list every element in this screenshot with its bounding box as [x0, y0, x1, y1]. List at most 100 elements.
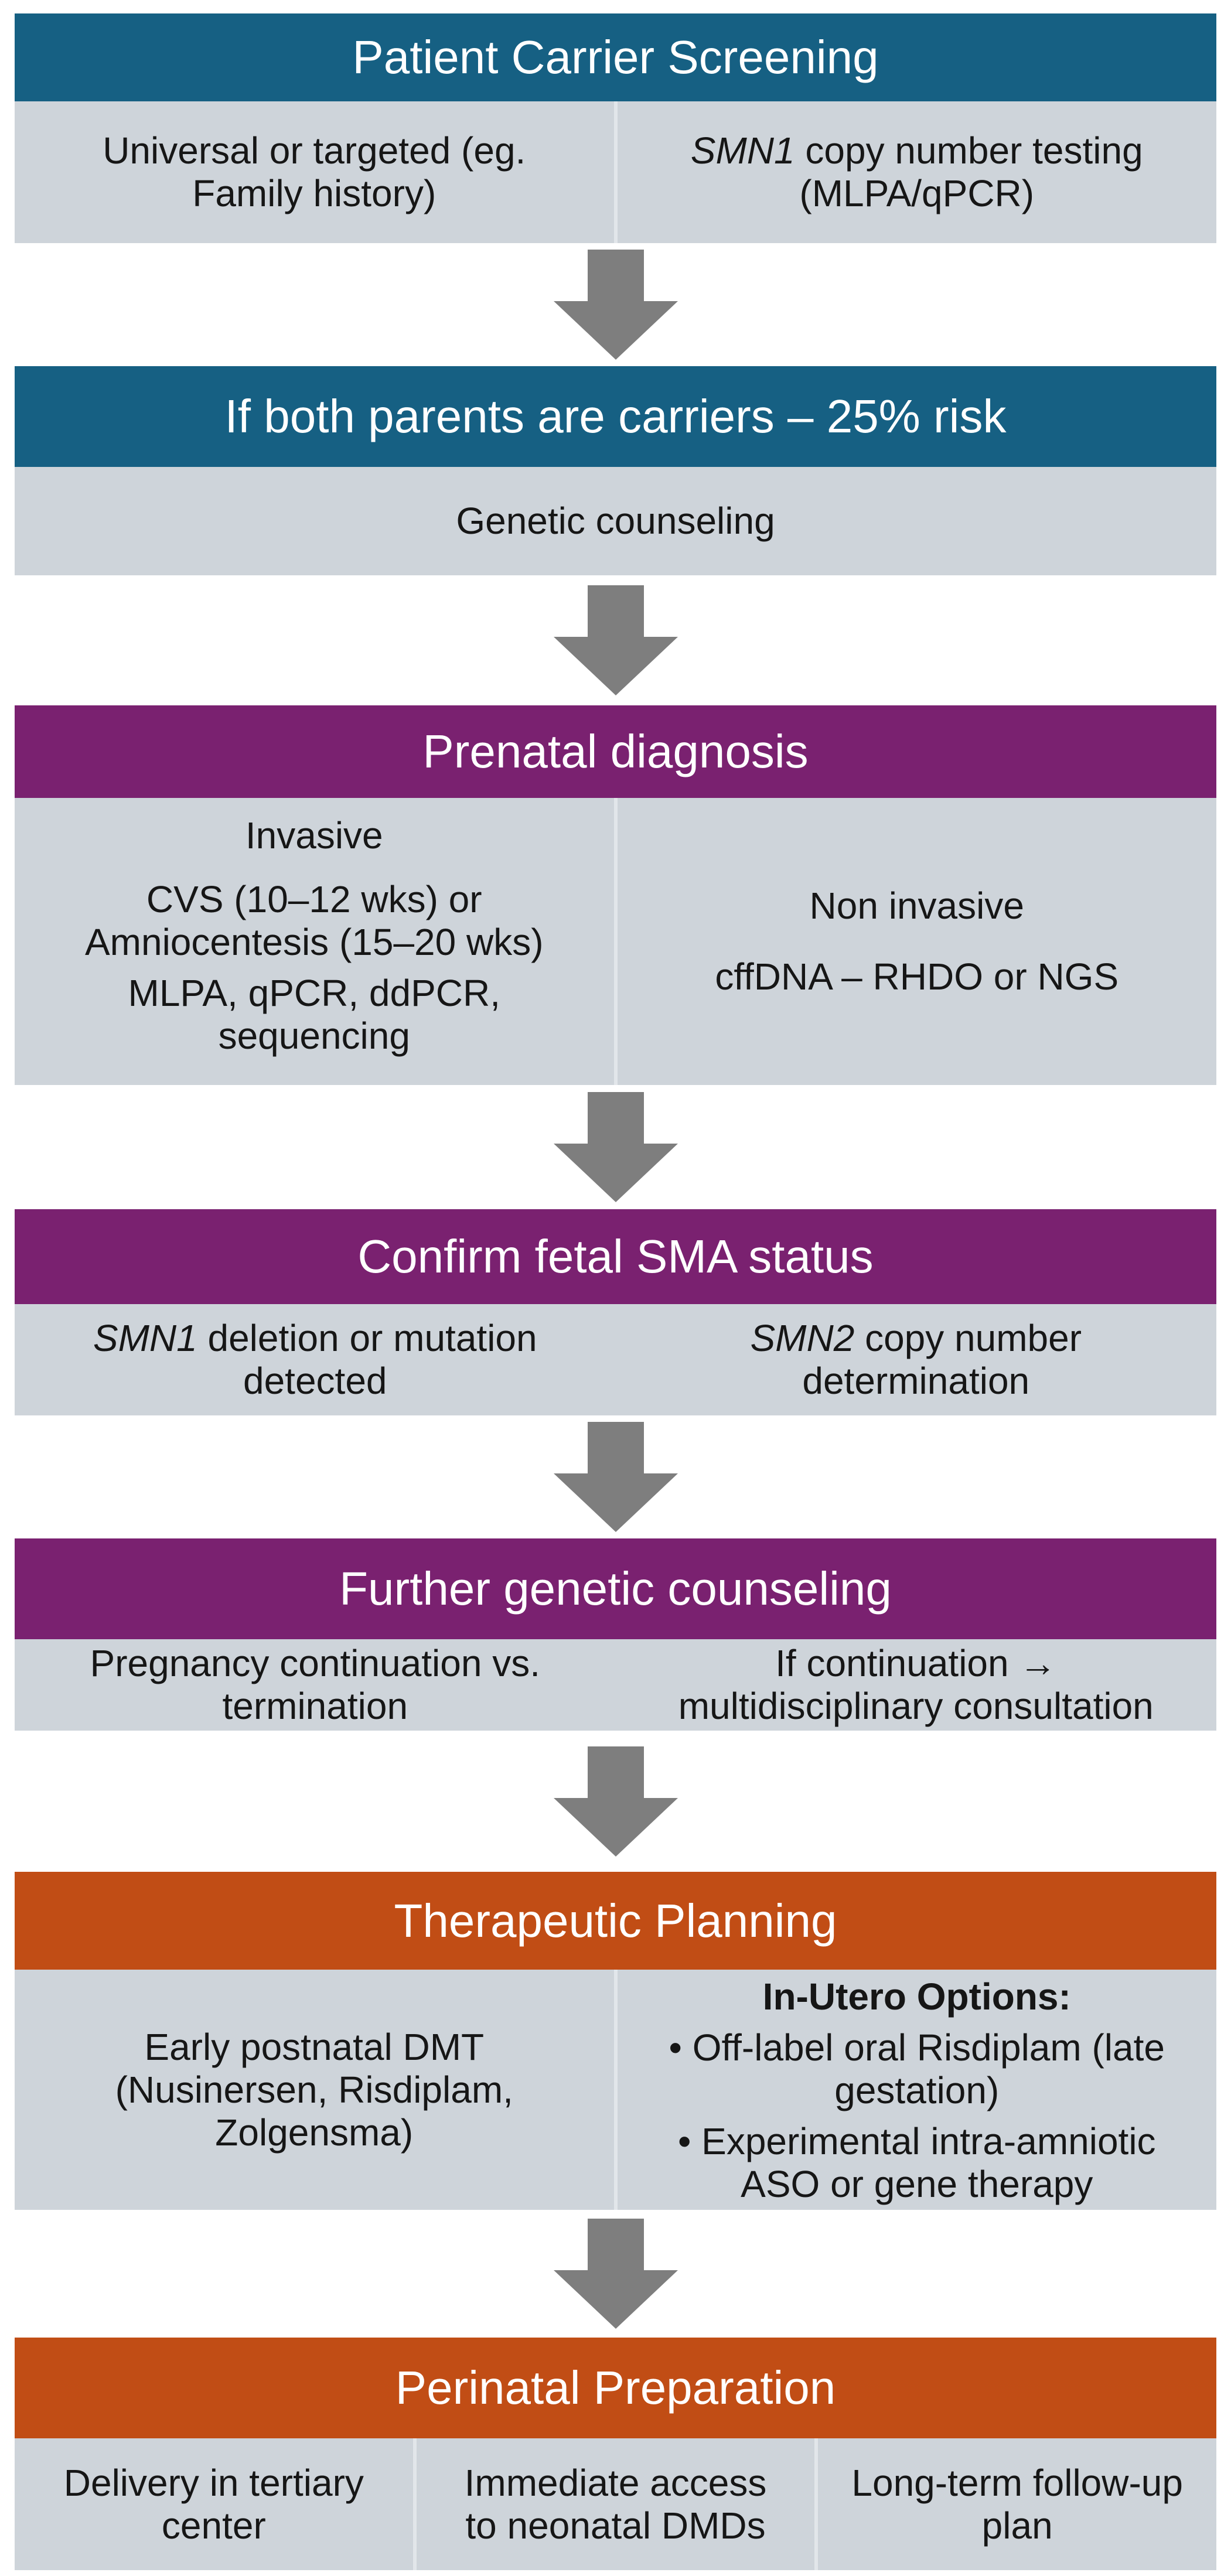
text-line: gestation) — [834, 2069, 1000, 2111]
stage-title: If both parents are carriers – 25% risk — [224, 390, 1007, 442]
down-arrow-icon — [0, 1415, 1231, 1538]
text-line: Invasive — [245, 814, 383, 857]
stage-title: Further genetic counseling — [339, 1562, 892, 1615]
stage-patient-carrier-screening: Patient Carrier Screening Universal or t… — [15, 13, 1216, 243]
stage-prenatal-diagnosis: Prenatal diagnosis Invasive CVS (10–12 w… — [15, 705, 1216, 1085]
text-line: ASO or gene therapy — [741, 2163, 1093, 2205]
stage-header: Patient Carrier Screening — [15, 13, 1216, 101]
text-line: Pregnancy continuation vs. — [90, 1642, 540, 1684]
text-line: determination — [802, 1360, 1030, 1402]
text-line: Long-term follow-up — [851, 2461, 1183, 2504]
text-line: to neonatal DMDs — [465, 2504, 766, 2547]
text-line: SMN1 copy number testing — [690, 129, 1143, 172]
stage-perinatal-preparation: Perinatal Preparation Delivery in tertia… — [15, 2338, 1216, 2570]
arrow-stem — [587, 1092, 644, 1144]
stage-body-column-1: Delivery in tertiary center — [15, 2438, 413, 2570]
stage-carrier-risk: If both parents are carriers – 25% risk … — [15, 366, 1216, 575]
text-line: sequencing — [218, 1015, 410, 1057]
stage-body-column-2: Immediate access to neonatal DMDs — [417, 2438, 815, 2570]
text-line: Family history) — [192, 172, 437, 214]
column-divider — [613, 798, 618, 1085]
stage-title: Prenatal diagnosis — [422, 725, 809, 777]
text-line: Immediate access — [464, 2461, 767, 2504]
arrow-stem — [587, 1746, 644, 1798]
text-line: Universal or targeted (eg. — [103, 129, 526, 172]
down-arrow-icon — [0, 243, 1231, 366]
text-line: Zolgensma) — [215, 2111, 414, 2154]
text-line: SMN2 copy number — [750, 1317, 1082, 1359]
column-divider — [613, 1970, 618, 2210]
stage-header: If both parents are carriers – 25% risk — [15, 366, 1216, 467]
arrow-stem — [587, 585, 644, 637]
stage-title: Patient Carrier Screening — [352, 31, 879, 83]
text-line: Delivery in tertiary — [63, 2461, 364, 2504]
text-line: • Off-label oral Risdiplam (late — [669, 2026, 1165, 2069]
bullet-item: • Experimental intra-amniotic ASO or gen… — [678, 2120, 1156, 2206]
stage-body: Early postnatal DMT (Nusinersen, Risdipl… — [15, 1970, 1216, 2210]
stage-body: SMN1 deletion or mutation detected SMN2 … — [15, 1304, 1216, 1415]
stage-body-right-column: In-Utero Options: • Off-label oral Risdi… — [618, 1970, 1217, 2210]
stage-header: Further genetic counseling — [15, 1538, 1216, 1639]
stage-body: Delivery in tertiary center Immediate ac… — [15, 2438, 1216, 2570]
stage-body-column-3: Long-term follow-up plan — [818, 2438, 1216, 2570]
stage-body-right-column: Non invasive cffDNA – RHDO or NGS — [618, 798, 1217, 1085]
stage-header: Prenatal diagnosis — [15, 705, 1216, 798]
arrow-head — [553, 2270, 678, 2329]
column-divider — [814, 2438, 819, 2570]
text-line: center — [161, 2504, 266, 2547]
stage-further-genetic-counseling: Further genetic counseling Pregnancy con… — [15, 1538, 1216, 1731]
gene-name: SMN2 — [750, 1317, 855, 1359]
stage-body-left-column: Pregnancy continuation vs. termination — [15, 1639, 616, 1731]
text-line: (MLPA/qPCR) — [799, 172, 1035, 214]
down-arrow-icon — [0, 2210, 1231, 2338]
stage-body: Universal or targeted (eg. Family histor… — [15, 101, 1216, 243]
arrow-stem — [587, 2219, 644, 2270]
arrow-head — [553, 1144, 678, 1202]
arrow-head — [553, 637, 678, 695]
stage-body-single-column: Genetic counseling — [15, 467, 1216, 575]
stage-body: Genetic counseling — [15, 467, 1216, 575]
bullet-item: • Off-label oral Risdiplam (late gestati… — [669, 2026, 1165, 2112]
stage-title: Therapeutic Planning — [394, 1894, 837, 1947]
stage-header: Confirm fetal SMA status — [15, 1209, 1216, 1304]
stage-body: Invasive CVS (10–12 wks) or Amniocentesi… — [15, 798, 1216, 1085]
text-line: Early postnatal DMT — [144, 2025, 485, 2068]
stage-header: Perinatal Preparation — [15, 2338, 1216, 2438]
gene-name: SMN1 — [690, 129, 795, 172]
arrow-stem — [587, 1422, 644, 1473]
stage-body-right-column: SMN1 copy number testing (MLPA/qPCR) — [618, 101, 1217, 243]
text-line: SMN1 deletion or mutation — [93, 1317, 537, 1359]
text-line: Genetic counseling — [456, 500, 775, 542]
stage-title: Confirm fetal SMA status — [357, 1230, 874, 1282]
text-line: plan — [981, 2504, 1053, 2547]
down-arrow-icon — [0, 1731, 1231, 1872]
stage-body: Pregnancy continuation vs. termination I… — [15, 1639, 1216, 1731]
text-line: multidisciplinary consultation — [678, 1685, 1154, 1727]
text-line: Amniocentesis (15–20 wks) — [84, 921, 544, 963]
down-arrow-icon — [0, 575, 1231, 705]
stage-body-left-column: Universal or targeted (eg. Family histor… — [15, 101, 614, 243]
stage-body-right-column: If continuation → multidisciplinary cons… — [616, 1639, 1217, 1731]
paragraph: MLPA, qPCR, ddPCR, sequencing — [128, 972, 500, 1057]
gene-name: SMN1 — [93, 1317, 197, 1359]
stage-body-left-column: Early postnatal DMT (Nusinersen, Risdipl… — [15, 1970, 614, 2210]
stage-confirm-fetal-sma-status: Confirm fetal SMA status SMN1 deletion o… — [15, 1209, 1216, 1415]
in-utero-options-heading: In-Utero Options: — [762, 1975, 1071, 2018]
text-line: • Experimental intra-amniotic — [677, 2120, 1156, 2162]
arrow-head — [553, 301, 678, 360]
column-divider — [412, 2438, 417, 2570]
text-line: (Nusinersen, Risdiplam, — [115, 2068, 513, 2111]
text-line: CVS (10–12 wks) or — [146, 878, 482, 920]
down-arrow-icon — [0, 1085, 1231, 1209]
text-line: cffDNA – RHDO or NGS — [715, 956, 1119, 998]
text-line: detected — [243, 1360, 387, 1402]
column-divider — [613, 101, 618, 243]
stage-body-left-column: Invasive CVS (10–12 wks) or Amniocentesi… — [15, 798, 614, 1085]
arrow-head — [553, 1473, 678, 1532]
paragraph: CVS (10–12 wks) or Amniocentesis (15–20 … — [85, 878, 544, 964]
stage-body-left-column: SMN1 deletion or mutation detected — [15, 1304, 616, 1415]
text-line: Non invasive — [809, 885, 1024, 927]
text-line: If continuation → — [775, 1642, 1057, 1684]
text-line: MLPA, qPCR, ddPCR, — [128, 972, 500, 1014]
